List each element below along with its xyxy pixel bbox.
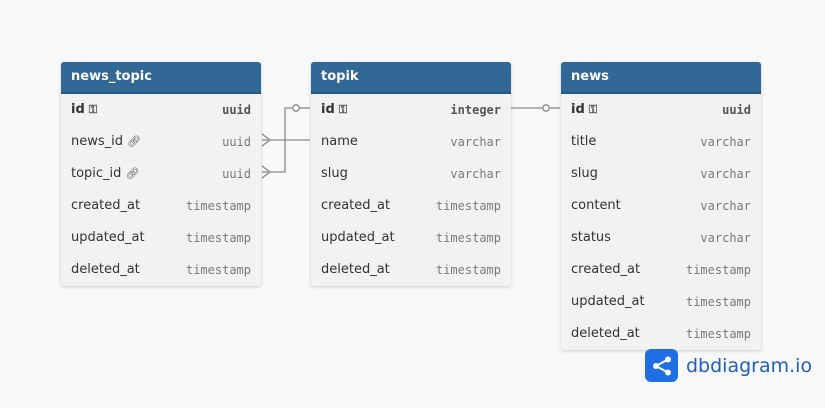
field-row[interactable]: updated_at timestamp <box>61 222 261 254</box>
field-row[interactable]: created_at timestamp <box>61 190 261 222</box>
field-row[interactable]: created_at timestamp <box>561 254 761 286</box>
field-name: created_at <box>571 262 641 277</box>
field-name: slug <box>571 166 598 181</box>
table-news[interactable]: news id⚿ uuid title varchar slug varchar… <box>561 62 761 350</box>
key-icon: ⚿ <box>338 103 348 116</box>
field-row[interactable]: updated_at timestamp <box>561 286 761 318</box>
relation-topic-id-to-topik-id <box>262 107 292 173</box>
crowfoot-news-id <box>261 133 272 147</box>
field-type: timestamp <box>435 199 501 213</box>
field-name: title <box>571 134 597 149</box>
field-row[interactable]: status varchar <box>561 222 761 254</box>
field-name: updated_at <box>71 230 145 245</box>
field-type: varchar <box>700 167 751 181</box>
field-type: varchar <box>450 135 501 149</box>
link-icon: 🔗︎ <box>127 135 141 148</box>
crowfoot-topic-id <box>261 165 272 179</box>
optional-marker-topik-id <box>292 104 300 112</box>
dbdiagram-logo-icon <box>645 349 678 382</box>
field-row[interactable]: id⚿ integer <box>311 94 511 126</box>
field-type: timestamp <box>685 295 751 309</box>
field-type: uuid <box>222 103 251 117</box>
field-row[interactable]: id⚿ uuid <box>61 94 261 126</box>
field-name: deleted_at <box>571 326 640 341</box>
field-type: uuid <box>722 103 751 117</box>
key-icon: ⚿ <box>588 103 598 116</box>
optional-marker-news-id <box>542 104 550 112</box>
table-news-topic[interactable]: news_topic id⚿ uuid news_id🔗︎ uuid topic… <box>61 62 261 286</box>
field-row[interactable]: created_at timestamp <box>311 190 511 222</box>
field-name: news_id <box>71 134 124 149</box>
field-name: deleted_at <box>71 262 140 277</box>
field-name: id <box>321 102 335 117</box>
field-type: timestamp <box>435 263 501 277</box>
field-row[interactable]: topic_id🔗︎ uuid <box>61 158 261 190</box>
field-type: varchar <box>700 231 751 245</box>
field-name: updated_at <box>571 294 645 309</box>
field-type: timestamp <box>685 327 751 341</box>
field-type: timestamp <box>185 199 251 213</box>
table-topik[interactable]: topik id⚿ integer name varchar slug varc… <box>311 62 511 286</box>
field-row[interactable]: deleted_at timestamp <box>61 254 261 286</box>
table-header[interactable]: news_topic <box>61 62 261 94</box>
field-name: content <box>571 198 621 213</box>
field-name: created_at <box>321 198 391 213</box>
field-row[interactable]: title varchar <box>561 126 761 158</box>
field-row[interactable]: id⚿ uuid <box>561 94 761 126</box>
field-type: timestamp <box>185 263 251 277</box>
field-name: topic_id <box>71 166 122 181</box>
field-name: name <box>321 134 358 149</box>
field-row[interactable]: name varchar <box>311 126 511 158</box>
field-type: varchar <box>450 167 501 181</box>
field-type: integer <box>450 103 501 117</box>
field-type: uuid <box>222 135 251 149</box>
field-type: timestamp <box>685 263 751 277</box>
field-type: varchar <box>700 135 751 149</box>
field-name: created_at <box>71 198 141 213</box>
field-name: id <box>71 102 85 117</box>
field-name: slug <box>321 166 348 181</box>
field-name: updated_at <box>321 230 395 245</box>
field-row[interactable]: content varchar <box>561 190 761 222</box>
brand-watermark[interactable]: dbdiagram.io <box>645 349 812 382</box>
field-type: varchar <box>700 199 751 213</box>
brand-name: dbdiagram.io <box>686 354 813 377</box>
field-name: id <box>571 102 585 117</box>
field-row[interactable]: deleted_at timestamp <box>561 318 761 350</box>
field-row[interactable]: slug varchar <box>561 158 761 190</box>
key-icon: ⚿ <box>88 103 98 116</box>
field-row[interactable]: news_id🔗︎ uuid <box>61 126 261 158</box>
field-type: timestamp <box>435 231 501 245</box>
field-type: uuid <box>222 167 251 181</box>
table-header[interactable]: news <box>561 62 761 94</box>
field-row[interactable]: deleted_at timestamp <box>311 254 511 286</box>
table-header[interactable]: topik <box>311 62 511 94</box>
field-name: deleted_at <box>321 262 390 277</box>
field-type: timestamp <box>185 231 251 245</box>
field-row[interactable]: slug varchar <box>311 158 511 190</box>
field-name: status <box>571 230 611 245</box>
field-row[interactable]: updated_at timestamp <box>311 222 511 254</box>
link-icon: 🔗︎ <box>125 167 140 180</box>
